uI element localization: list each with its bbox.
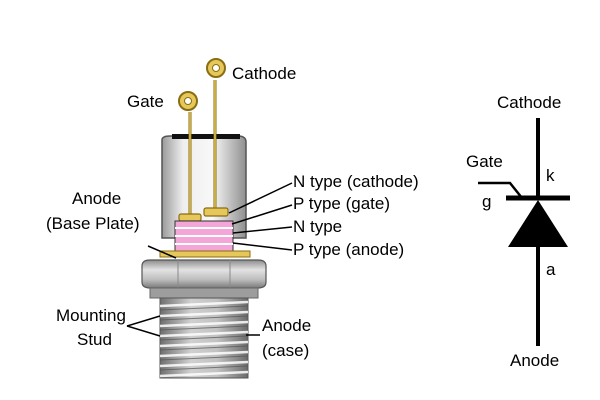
stud-threads <box>159 300 249 378</box>
symbol-gate-label: Gate <box>466 152 503 171</box>
cathode-contact-pad <box>203 207 229 217</box>
anode-base-label-line1: Anode <box>72 189 121 208</box>
gate-terminal-label: Gate <box>127 92 164 111</box>
symbol-gate-wire <box>478 181 523 199</box>
symbol-k-label: k <box>546 166 555 185</box>
gate-contact-pad <box>178 213 202 222</box>
housing-top-cap <box>172 134 240 139</box>
layer-label-n: N type <box>293 217 342 236</box>
stud-label-line2: Stud <box>77 330 112 349</box>
anode-base-plate <box>159 250 251 258</box>
layer-leader-lines <box>126 182 293 337</box>
anode-base-label-line2: (Base Plate) <box>46 214 140 233</box>
symbol-a-label: a <box>546 260 556 279</box>
symbol-g-label: g <box>482 192 491 211</box>
cathode-terminal-label: Cathode <box>232 64 296 83</box>
case-label-line1: Anode <box>262 316 311 335</box>
layer-label-n-cathode: N type (cathode) <box>293 172 419 191</box>
layer-label-p-anode: P type (anode) <box>293 240 404 259</box>
symbol-anode-label: Anode <box>510 351 559 370</box>
stud-label-line1: Mounting <box>56 306 126 325</box>
scr-device-drawing: Gate Cathode Anode (Base Plate) N type (… <box>46 58 419 379</box>
symbol-diode-triangle <box>508 200 568 247</box>
symbol-cathode-label: Cathode <box>497 93 561 112</box>
layer-label-p-gate: P type (gate) <box>293 194 390 213</box>
hex-nut <box>141 259 267 289</box>
scr-symbol: Cathode Gate g k a Anode <box>466 93 570 370</box>
case-label-line2: (case) <box>262 341 309 360</box>
